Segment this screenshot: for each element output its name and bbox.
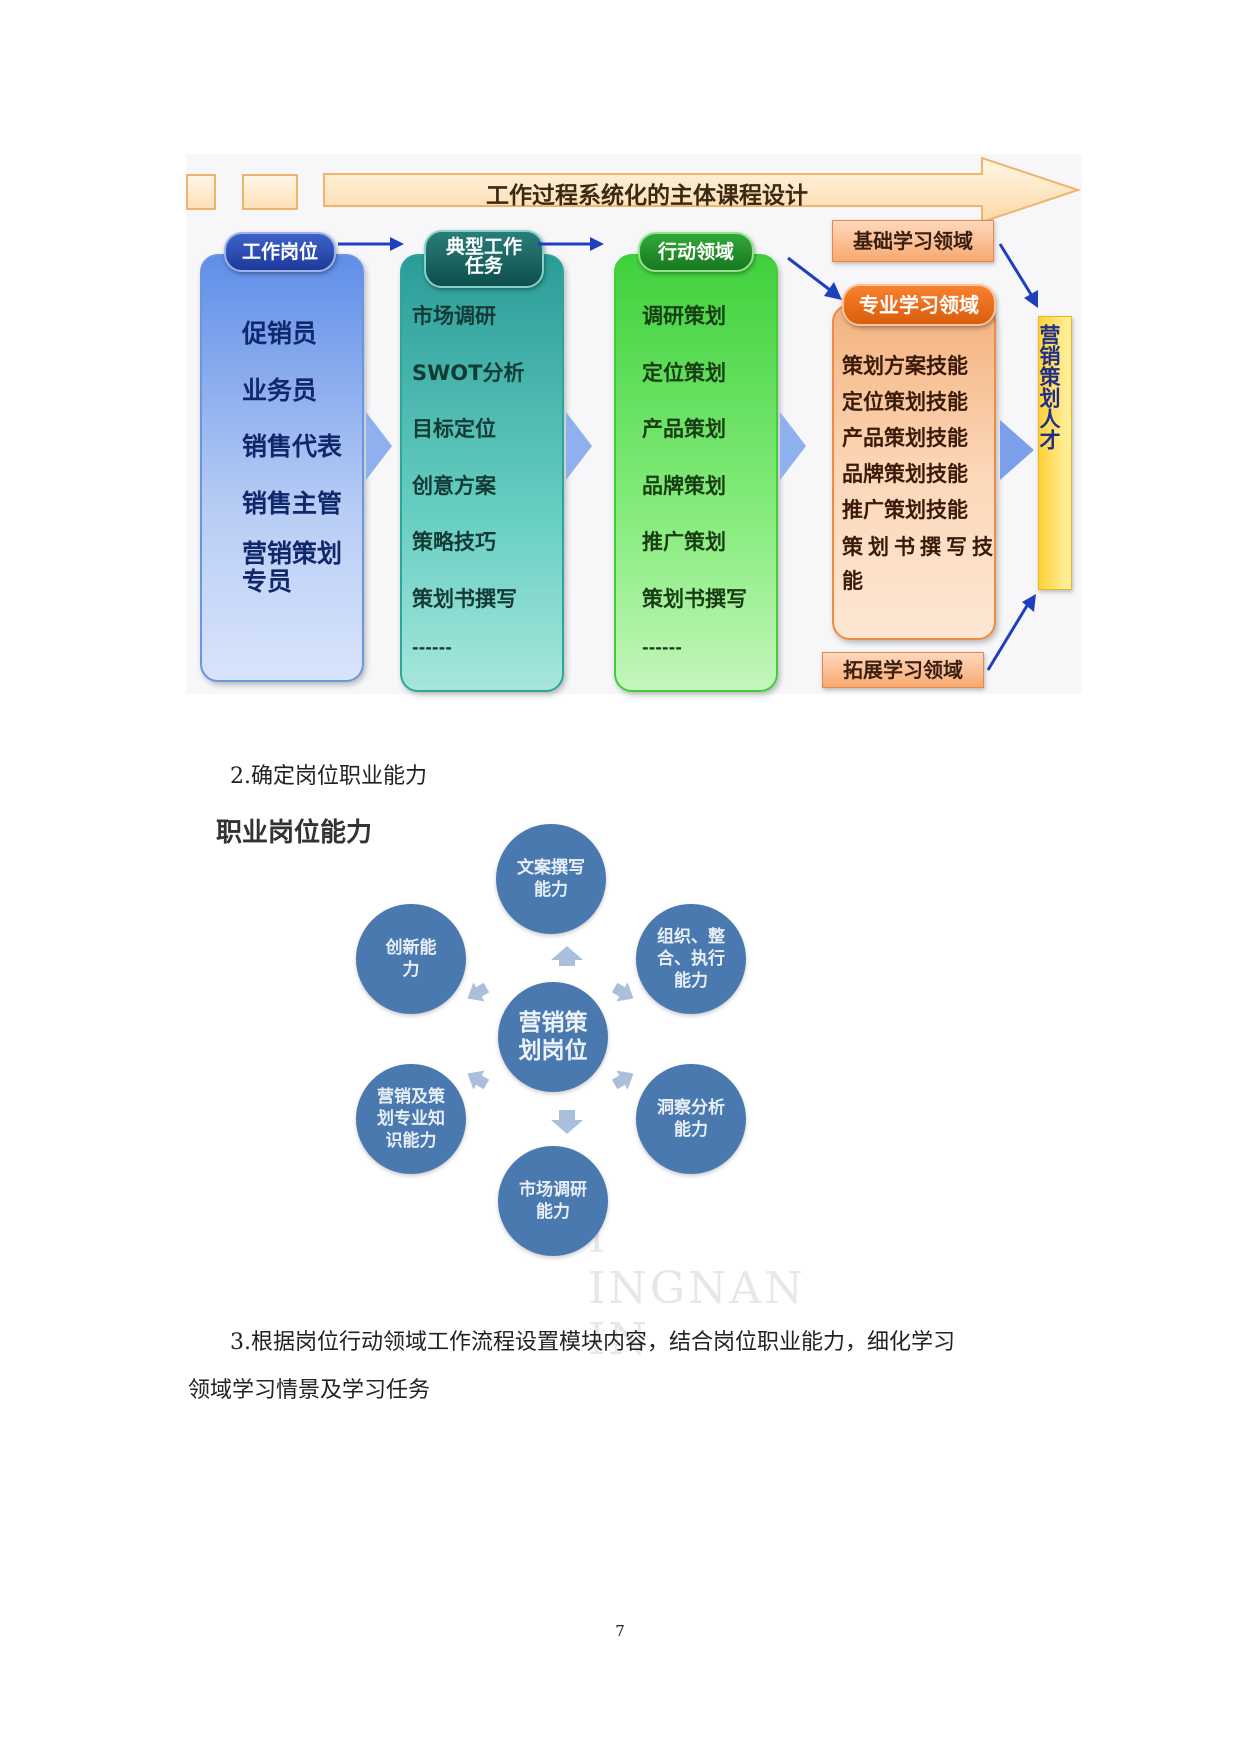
position-item: 销售代表	[242, 432, 343, 461]
skill-item: 推广策划技能	[842, 498, 968, 522]
arrow-down-right-icon	[787, 256, 842, 300]
action-item: ------	[642, 638, 682, 657]
paragraph-2: 2.确定岗位职业能力	[230, 764, 427, 789]
extension-learning-domain: 拓展学习领域	[822, 652, 984, 688]
column-header-positions: 工作岗位	[224, 232, 336, 272]
skill-item: 定位策划技能	[842, 390, 968, 414]
column-header-action-domains: 行动领域	[638, 232, 754, 272]
task-item: 策略技巧	[412, 530, 496, 554]
task-item: 创意方案	[412, 474, 496, 498]
arrow-up-icon	[551, 946, 583, 960]
skill-item: 产品策划技能	[842, 426, 968, 450]
ability-node: 洞察分析能力	[636, 1064, 746, 1174]
skill-item: 策划书撰写技能	[842, 535, 998, 593]
task-item: 市场调研	[412, 304, 496, 328]
position-item: 业务员	[242, 376, 318, 405]
ability-node: 市场调研能力	[498, 1146, 608, 1256]
action-item: 策划书撰写	[642, 587, 747, 611]
watermark: I INGNAN IN	[588, 1212, 806, 1365]
arrow-upper-right-icon	[609, 978, 639, 1008]
chevron-right-icon	[1000, 420, 1034, 480]
arrow-lower-left-icon	[462, 1064, 492, 1094]
action-item: 定位策划	[642, 361, 726, 385]
arrow-down-right-icon	[998, 243, 1038, 308]
banner-arrow	[323, 156, 1082, 224]
arrow-up-right-icon	[986, 594, 1036, 671]
job-ability-figure: 职业岗位能力 I INGNAN IN 营销策划岗位 文案撰写能力 组织、整合、执…	[210, 800, 810, 1365]
arrow-right-icon	[338, 237, 404, 251]
column-header-tasks: 典型工作任务	[424, 230, 544, 288]
banner-square-1	[186, 174, 216, 210]
ability-node: 文案撰写能力	[496, 824, 606, 934]
arrow-up-icon-stem	[559, 958, 575, 966]
arrow-down-icon	[551, 1120, 583, 1134]
column-positions	[200, 254, 364, 682]
arrow-down-icon-stem	[559, 1110, 575, 1120]
position-item: 促销员	[242, 319, 318, 348]
task-item: 策划书撰写	[412, 587, 517, 611]
result-box	[1038, 316, 1072, 590]
arrow-upper-left-icon	[462, 978, 492, 1008]
action-item: 产品策划	[642, 417, 726, 441]
chevron-right-icon	[566, 412, 592, 480]
skill-item: 品牌策划技能	[842, 462, 968, 486]
banner-square-2	[242, 174, 298, 210]
figure2-title: 职业岗位能力	[216, 818, 373, 848]
skill-item: 策划方案技能	[842, 354, 968, 378]
action-item: 品牌策划	[642, 474, 726, 498]
column-tasks	[400, 254, 564, 692]
action-item: 调研策划	[642, 304, 726, 328]
ability-node: 创新能力	[356, 904, 466, 1014]
position-item: 销售主管	[242, 489, 343, 518]
ability-node: 营销及策划专业知识能力	[356, 1064, 466, 1174]
paragraph-3-line-1: 3.根据岗位行动领域工作流程设置模块内容，结合岗位职业能力，细化学习	[230, 1330, 955, 1355]
banner-title: 工作过程系统化的主体课程设计	[486, 183, 808, 209]
position-item: 营销策划专员	[242, 539, 343, 596]
chevron-right-icon	[780, 412, 806, 480]
task-item: 目标定位	[412, 417, 496, 441]
arrow-right-icon	[538, 237, 604, 251]
paragraph-3-line-2: 领域学习情景及学习任务	[188, 1378, 431, 1403]
result-label: 营销策划人才	[1037, 324, 1061, 450]
task-item: ------	[412, 638, 452, 657]
course-design-figure: 工作过程系统化的主体课程设计 工作岗位 促销员 业务员 销售代表 销售主管 营销…	[186, 154, 1082, 694]
ability-node: 组织、整合、执行能力	[636, 904, 746, 1014]
page-number: 7	[615, 1622, 625, 1640]
task-item: SWOT分析	[412, 361, 525, 385]
action-item: 推广策划	[642, 530, 726, 554]
professional-learning-domain	[832, 304, 996, 640]
center-node: 营销策划岗位	[498, 982, 608, 1092]
column-action-domains	[614, 254, 778, 692]
chevron-right-icon	[366, 412, 392, 480]
arrow-lower-right-icon	[609, 1064, 639, 1094]
professional-domain-header: 专业学习领域	[842, 284, 996, 326]
basic-learning-domain: 基础学习领域	[832, 220, 994, 262]
